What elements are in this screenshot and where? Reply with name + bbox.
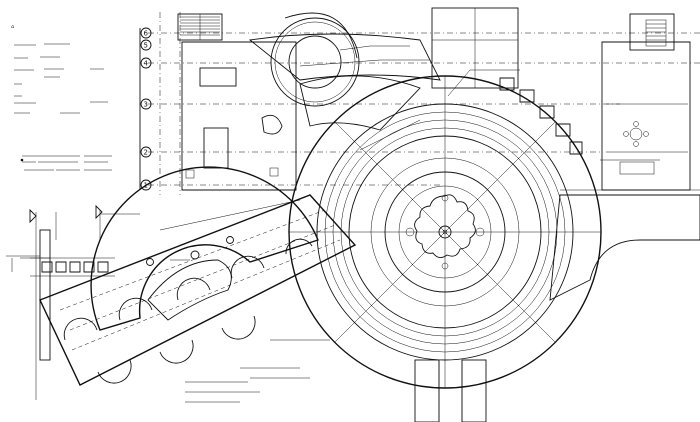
- lawn-area: [147, 259, 232, 321]
- bottom-entrance: [414, 359, 487, 422]
- grid-bubble-label: 2: [144, 149, 148, 157]
- grid-bubble-label: 4: [144, 60, 149, 68]
- stair-block-right: [629, 13, 675, 51]
- curved-brick-walk: [248, 33, 441, 131]
- round-garden: [270, 12, 360, 107]
- planter-box: [199, 67, 237, 87]
- tree-icon: [190, 250, 200, 260]
- grid-bubble-label: 6: [144, 30, 149, 38]
- section-markers: [29, 204, 103, 224]
- planter-row-left: [30, 257, 115, 277]
- grid-bubble-label: 5: [144, 42, 148, 50]
- semicircle-garden: [90, 166, 319, 331]
- tree-icon: [146, 258, 154, 266]
- dimension-lines: [11, 45, 660, 403]
- legend-mark-icon: ⌂: [11, 24, 14, 30]
- grid-bubble-icon: [140, 179, 152, 191]
- planter-box: [203, 127, 229, 169]
- grid-bubble-icon: [140, 39, 152, 51]
- arrow-icon: [95, 204, 103, 220]
- tree-icon: [226, 236, 234, 244]
- arrow-icon: [29, 208, 37, 224]
- grid-bubble-icon: [140, 98, 152, 110]
- building-right: [601, 41, 691, 191]
- grid-axes: [139, 12, 700, 195]
- table-icon: [629, 127, 643, 141]
- grid-bubble-icon: [140, 27, 152, 39]
- legend-notes: [20, 155, 112, 171]
- legend: ⌂: [11, 24, 112, 171]
- circular-plaza: [288, 75, 602, 389]
- grid-bubble-group: 6 5 4 3 2 1: [140, 27, 152, 191]
- grid-paved-plaza: [181, 41, 297, 191]
- grid-bubble-icon: [140, 57, 152, 69]
- fountain-icon: [414, 194, 476, 258]
- bench-icon: [261, 114, 283, 135]
- grid-bubble-icon: [140, 146, 152, 158]
- diagonal-pathway: [39, 194, 357, 386]
- left-wall-strip: [6, 212, 57, 400]
- legend-item-marks: [14, 43, 108, 114]
- stepped-planters: [499, 77, 583, 155]
- paved-wing-right: [549, 189, 700, 301]
- grid-bubble-label: 3: [144, 101, 148, 109]
- stair-block-left: [177, 13, 223, 41]
- brick-strip: [431, 7, 519, 89]
